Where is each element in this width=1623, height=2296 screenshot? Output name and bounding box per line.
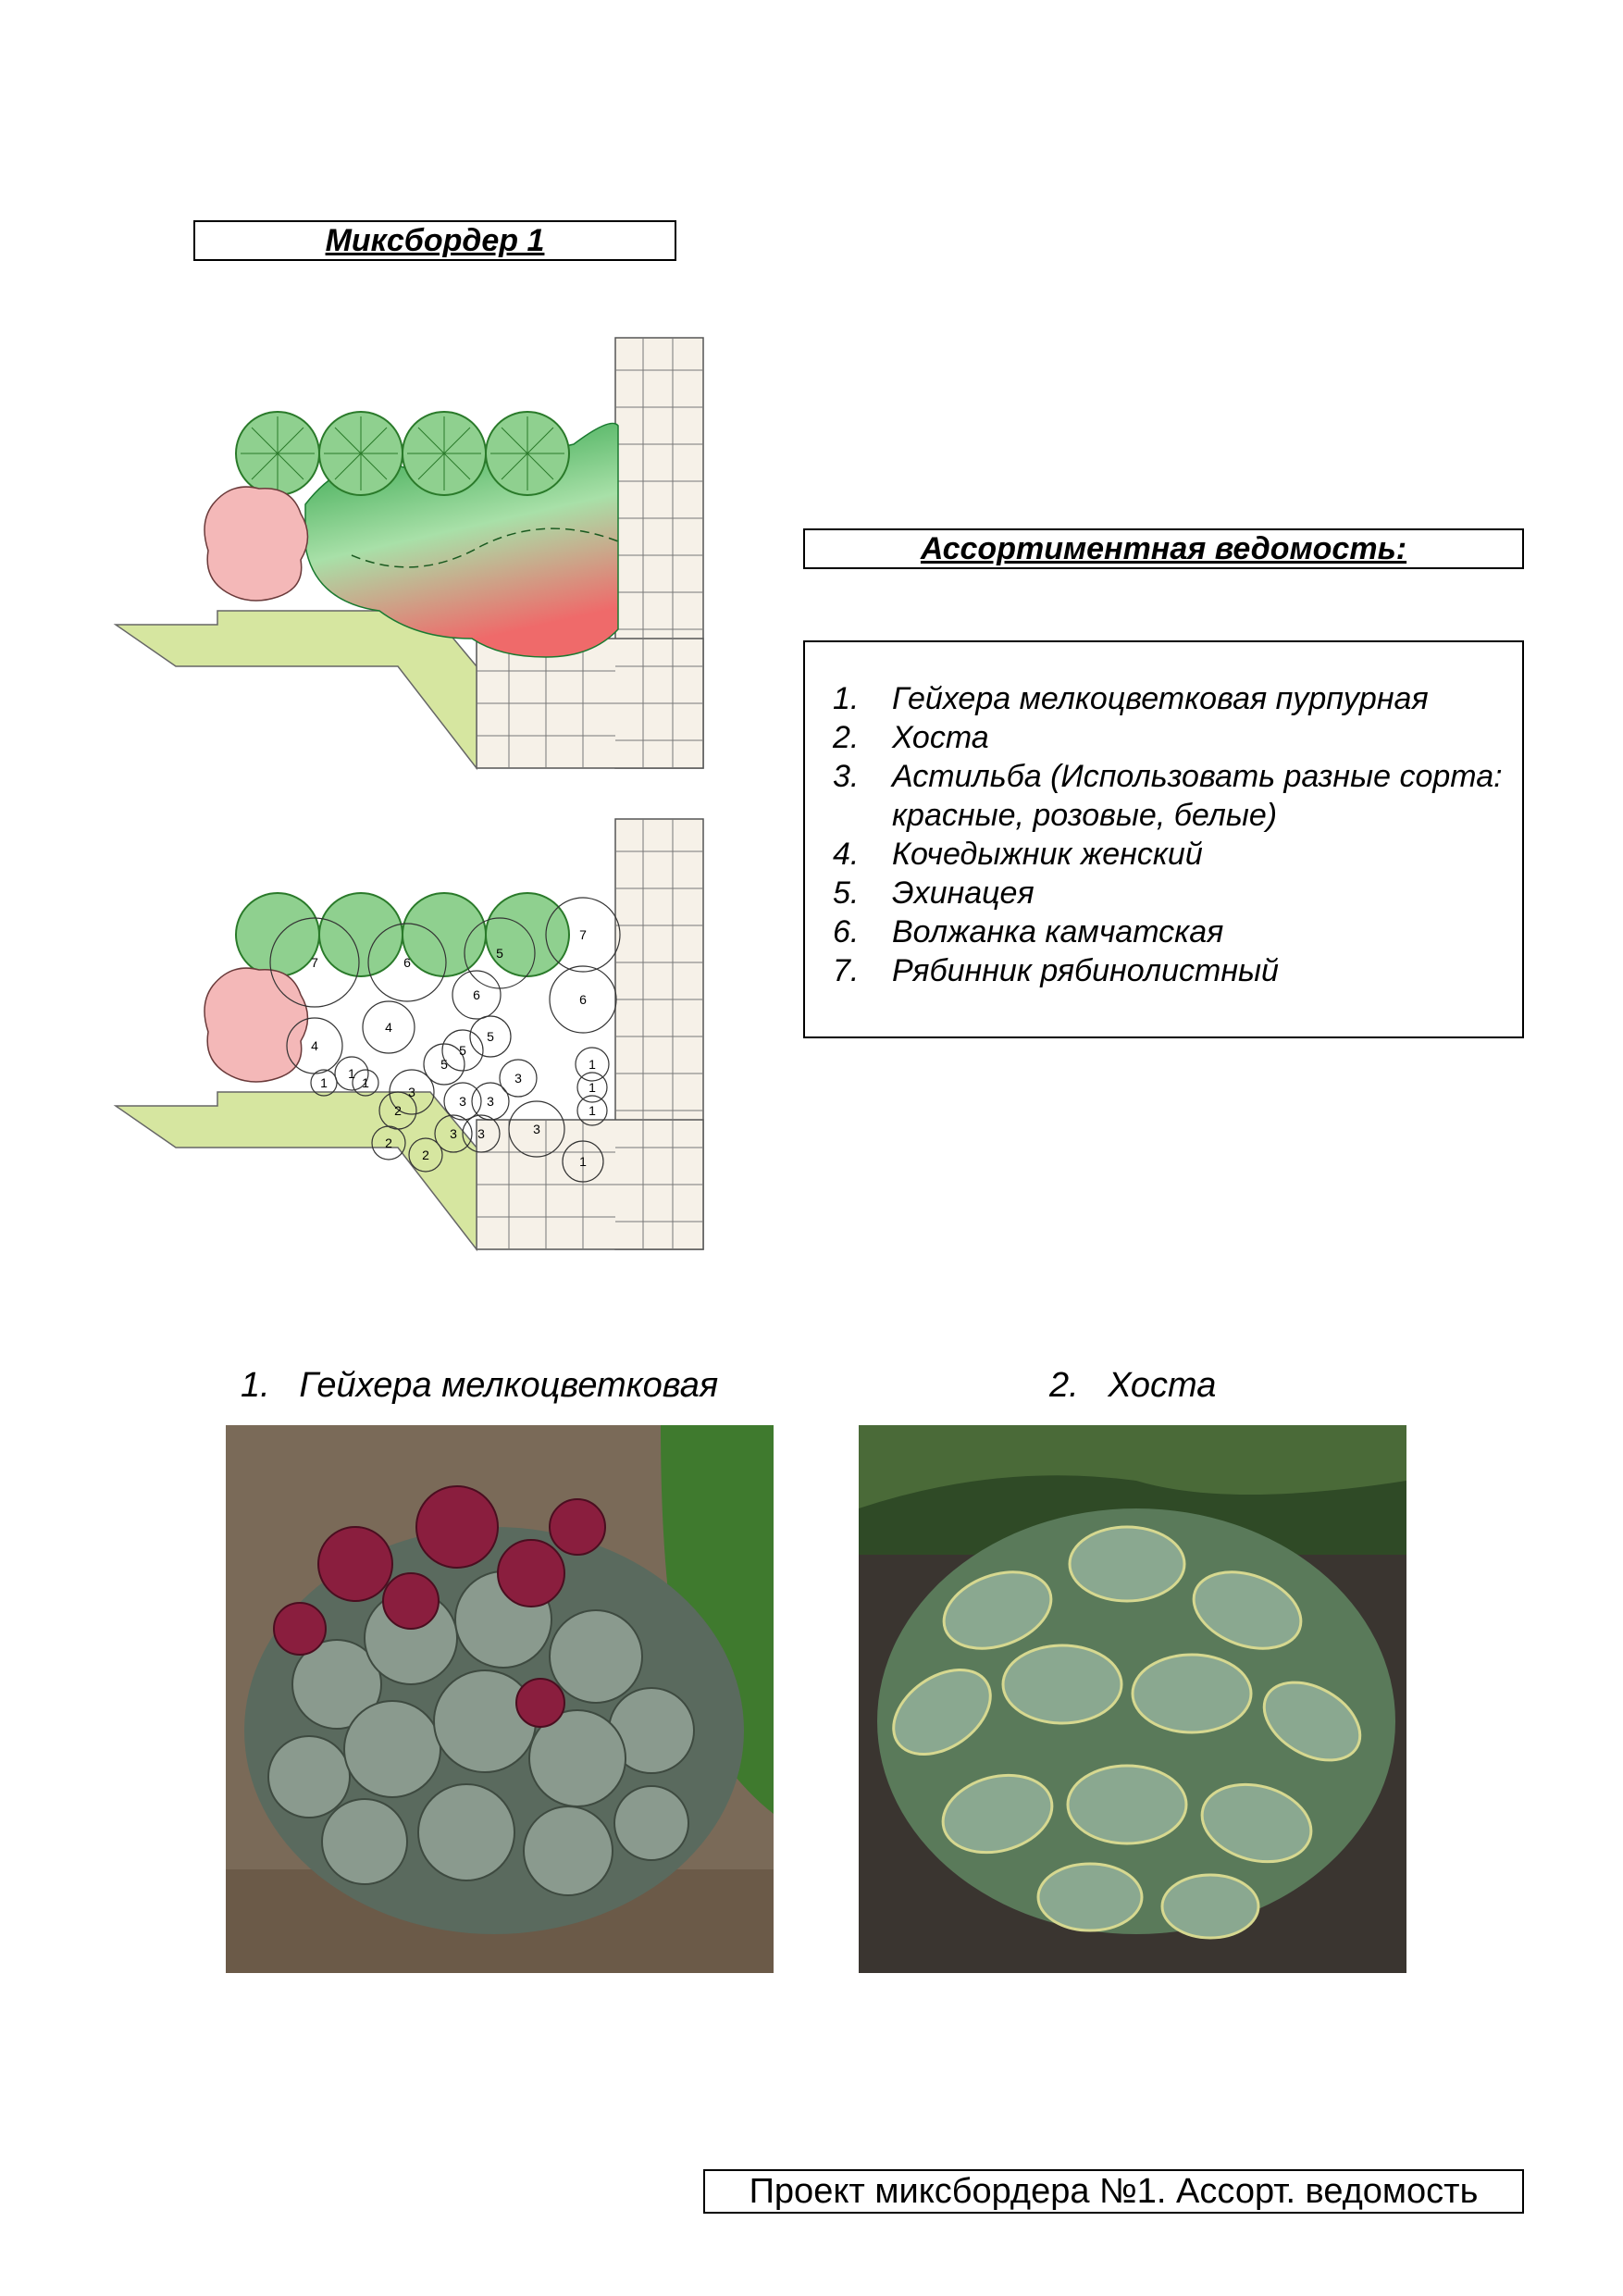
plant-position-label: 5 bbox=[487, 1029, 494, 1044]
plant-list-box: 1. Гейхера мелкоцветковая пурпурная 2. Хос… bbox=[803, 640, 1524, 1038]
plant-position-circle bbox=[462, 1114, 501, 1153]
list-number: 5. bbox=[833, 875, 860, 911]
plant-position-label: 1 bbox=[362, 1075, 369, 1090]
plant-position-label: 1 bbox=[588, 1080, 596, 1095]
plant-position-label: 4 bbox=[311, 1038, 318, 1053]
plant-position-circle bbox=[443, 1082, 482, 1121]
plant-position-label: 5 bbox=[440, 1057, 448, 1072]
plant-position-label: 6 bbox=[473, 987, 480, 1002]
plant-name: Волжанка камчатская bbox=[892, 914, 1224, 949]
plant-position-label: 3 bbox=[408, 1085, 415, 1099]
list-number: 4. bbox=[833, 837, 860, 872]
plant-name: Гейхера мелкоцветковая пурпурная bbox=[892, 681, 1429, 716]
plant-position-circle bbox=[408, 1137, 443, 1173]
plant-position-circle bbox=[269, 917, 360, 1008]
plant-position-label: 3 bbox=[477, 1126, 485, 1141]
plant-position-label: 3 bbox=[487, 1094, 494, 1109]
plant-name: Астильба (Использовать разные сорта: кра… bbox=[892, 759, 1503, 833]
plant-position-circle bbox=[310, 1069, 338, 1097]
plant-position-label: 3 bbox=[533, 1122, 540, 1136]
plant-position-label: 2 bbox=[385, 1136, 392, 1150]
plant-position-label: 5 bbox=[496, 946, 503, 961]
list-item: 2. Хоста bbox=[833, 718, 1522, 757]
plant-position-circle bbox=[471, 1082, 510, 1121]
list-number: 2. bbox=[833, 720, 860, 755]
plant-position-label: 6 bbox=[579, 992, 587, 1007]
plant-position-circle bbox=[362, 1000, 415, 1054]
plant-position-label: 1 bbox=[348, 1066, 355, 1081]
assortment-title: Ассортиментная ведомость: bbox=[803, 528, 1524, 569]
plant-position-circle bbox=[562, 1140, 604, 1183]
plant-position-circle bbox=[576, 1072, 608, 1103]
plant-name: Рябинник рябинолистный bbox=[892, 953, 1279, 988]
plant-position-label: 1 bbox=[579, 1154, 587, 1169]
list-number: 6. bbox=[833, 914, 860, 949]
plant-position-circle bbox=[576, 1095, 608, 1126]
plant-position-label: 6 bbox=[403, 955, 411, 970]
list-item: 6. Волжанка камчатская bbox=[833, 912, 1522, 951]
plant-position-circle bbox=[434, 1114, 473, 1153]
plant-position-circle bbox=[499, 1059, 538, 1098]
photo-caption-hosta: 2. Хоста bbox=[1049, 1365, 1216, 1406]
plant-position-label: 3 bbox=[459, 1094, 466, 1109]
plant-name: Эхинацея bbox=[892, 875, 1035, 911]
page-footer: Проект миксбордера №1. Ассорт. ведомость bbox=[703, 2169, 1524, 2214]
heuchera-photo bbox=[226, 1425, 774, 1973]
plant-position-label: 7 bbox=[311, 955, 318, 970]
plant-position-circle bbox=[367, 923, 447, 1002]
plant-position-label: 2 bbox=[422, 1148, 429, 1162]
plant-position-circles bbox=[269, 897, 621, 1183]
caption-text: Хоста bbox=[1108, 1366, 1217, 1405]
list-item: 3. Астильба (Использовать разные сорта: к… bbox=[833, 757, 1522, 835]
plant-position-circle bbox=[469, 1015, 512, 1058]
list-number: 7. bbox=[833, 953, 860, 988]
plant-position-circle bbox=[575, 1047, 610, 1082]
plant-name: Хоста bbox=[892, 720, 989, 755]
mixborder-plan-colored bbox=[113, 337, 704, 771]
plant-position-circle bbox=[371, 1125, 406, 1160]
plant-position-label: 1 bbox=[588, 1103, 596, 1118]
pink-shrub bbox=[204, 486, 309, 602]
document-title: Миксбордер 1 bbox=[193, 220, 676, 261]
lawn-path bbox=[113, 610, 477, 771]
list-item: 5. Эхинацея bbox=[833, 874, 1522, 912]
plant-name: Кочедыжник женский bbox=[892, 837, 1203, 872]
list-item: 7. Рябинник рябинолистный bbox=[833, 951, 1522, 990]
plant-position-circle bbox=[334, 1056, 369, 1091]
plant-position-circle bbox=[549, 965, 617, 1034]
plant-position-circle bbox=[423, 1043, 465, 1086]
hosta-photo bbox=[859, 1425, 1406, 1973]
list-item: 4. Кочедыжник женский bbox=[833, 835, 1522, 874]
plant-position-circle bbox=[441, 1029, 484, 1072]
plant-position-label: 2 bbox=[394, 1103, 402, 1118]
paving-wall bbox=[476, 337, 704, 769]
list-item: 1. Гейхера мелкоцветковая пурпурная bbox=[833, 679, 1522, 718]
plant-position-circle bbox=[545, 897, 621, 973]
caption-number: 1. bbox=[241, 1366, 270, 1405]
plant-list: 1. Гейхера мелкоцветковая пурпурная 2. Хос… bbox=[833, 679, 1522, 990]
plant-position-label: 5 bbox=[459, 1043, 466, 1058]
list-number: 3. bbox=[833, 759, 860, 794]
plant-position-label: 3 bbox=[514, 1071, 522, 1086]
plant-position-label: 4 bbox=[385, 1020, 392, 1035]
plant-position-label: 1 bbox=[320, 1075, 328, 1090]
plant-position-label: 1 bbox=[588, 1057, 596, 1072]
plant-position-circle bbox=[508, 1100, 565, 1158]
caption-number: 2. bbox=[1049, 1366, 1079, 1405]
caption-text: Гейхера мелкоцветковая bbox=[299, 1366, 719, 1405]
plant-position-circle bbox=[452, 970, 502, 1020]
list-number: 1. bbox=[833, 681, 860, 716]
photo-caption-heuchera: 1. Гейхера мелкоцветковая bbox=[241, 1365, 718, 1406]
plant-position-label: 3 bbox=[450, 1126, 457, 1141]
plant-position-label: 7 bbox=[579, 927, 587, 942]
plant-position-circle bbox=[389, 1069, 435, 1115]
plant-position-circle bbox=[352, 1069, 379, 1097]
